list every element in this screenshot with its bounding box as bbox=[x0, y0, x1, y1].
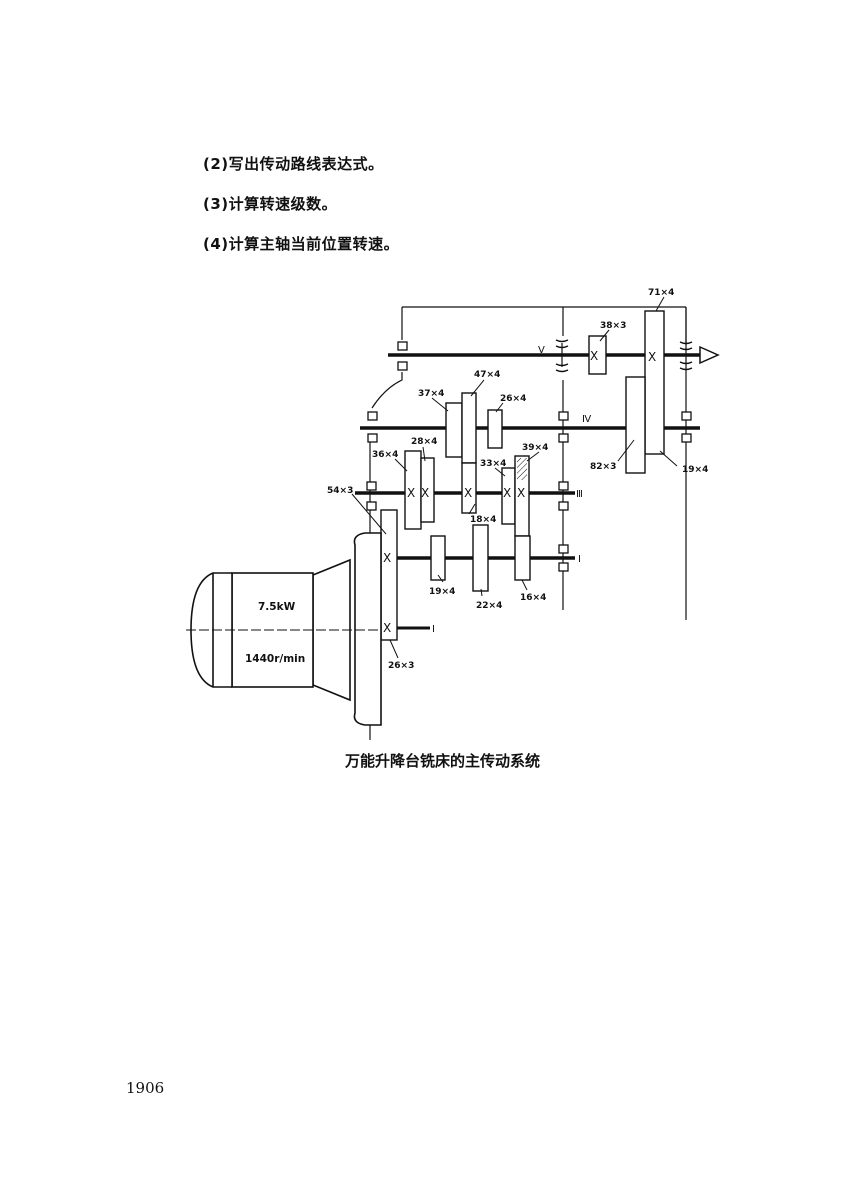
gear-label-16x4: 16×4 bbox=[520, 593, 546, 603]
svg-text:X: X bbox=[421, 486, 429, 500]
gear-label-19x4: 19×4 bbox=[429, 587, 455, 597]
motor bbox=[186, 532, 382, 726]
gear-label-22x4: 22×4 bbox=[476, 601, 502, 611]
gear-label-47x4: 47×4 bbox=[474, 370, 500, 380]
shaft-label-i: I bbox=[432, 624, 435, 635]
leader-lines bbox=[351, 296, 678, 659]
question-3: (3)计算转速级数。 bbox=[203, 195, 338, 213]
shaft-label-iii: Ⅲ bbox=[576, 489, 583, 500]
gear-label-19x4-right: 19×4 bbox=[682, 465, 708, 475]
svg-text:X: X bbox=[407, 486, 415, 500]
gear-label-26x4: 26×4 bbox=[500, 394, 526, 404]
gear-marks: X X X X X X X X X bbox=[383, 349, 656, 635]
gear-label-36x4: 36×4 bbox=[372, 450, 398, 460]
svg-text:X: X bbox=[648, 350, 656, 364]
svg-text:X: X bbox=[517, 486, 525, 500]
gear-label-33x4: 33×4 bbox=[480, 459, 506, 469]
svg-text:X: X bbox=[464, 486, 472, 500]
svg-text:X: X bbox=[383, 551, 391, 565]
gear-label-54x3: 54×3 bbox=[327, 486, 353, 496]
motor-power: 7.5kW bbox=[258, 601, 296, 613]
question-2: (2)写出传动路线表达式。 bbox=[203, 155, 384, 173]
gear-label-39x4: 39×4 bbox=[522, 443, 548, 453]
svg-text:X: X bbox=[590, 349, 598, 363]
shaft-label-ii: I bbox=[578, 554, 581, 565]
svg-text:X: X bbox=[503, 486, 511, 500]
gear-label-71x4: 71×4 bbox=[648, 288, 674, 298]
page-number: 1906 bbox=[126, 1079, 165, 1097]
svg-text:X: X bbox=[383, 621, 391, 635]
gear-label-18x4: 18×4 bbox=[470, 515, 496, 525]
gear-label-38x3: 38×3 bbox=[600, 321, 626, 331]
shaft-label-v: V bbox=[538, 345, 545, 356]
gear-label-37x4: 37×4 bbox=[418, 389, 444, 399]
gear-label-82x3: 82×3 bbox=[590, 462, 616, 472]
figure-caption: 万能升降台铣床的主传动系统 bbox=[345, 752, 541, 770]
shaft-label-iv: Ⅳ bbox=[582, 414, 592, 425]
gears bbox=[380, 310, 665, 641]
gear-label-28x4: 28×4 bbox=[411, 437, 437, 447]
shaft-v bbox=[388, 339, 720, 373]
question-4: (4)计算主轴当前位置转速。 bbox=[203, 235, 400, 253]
gear-label-26x3: 26×3 bbox=[388, 661, 414, 671]
motor-speed: 1440r/min bbox=[245, 653, 305, 665]
